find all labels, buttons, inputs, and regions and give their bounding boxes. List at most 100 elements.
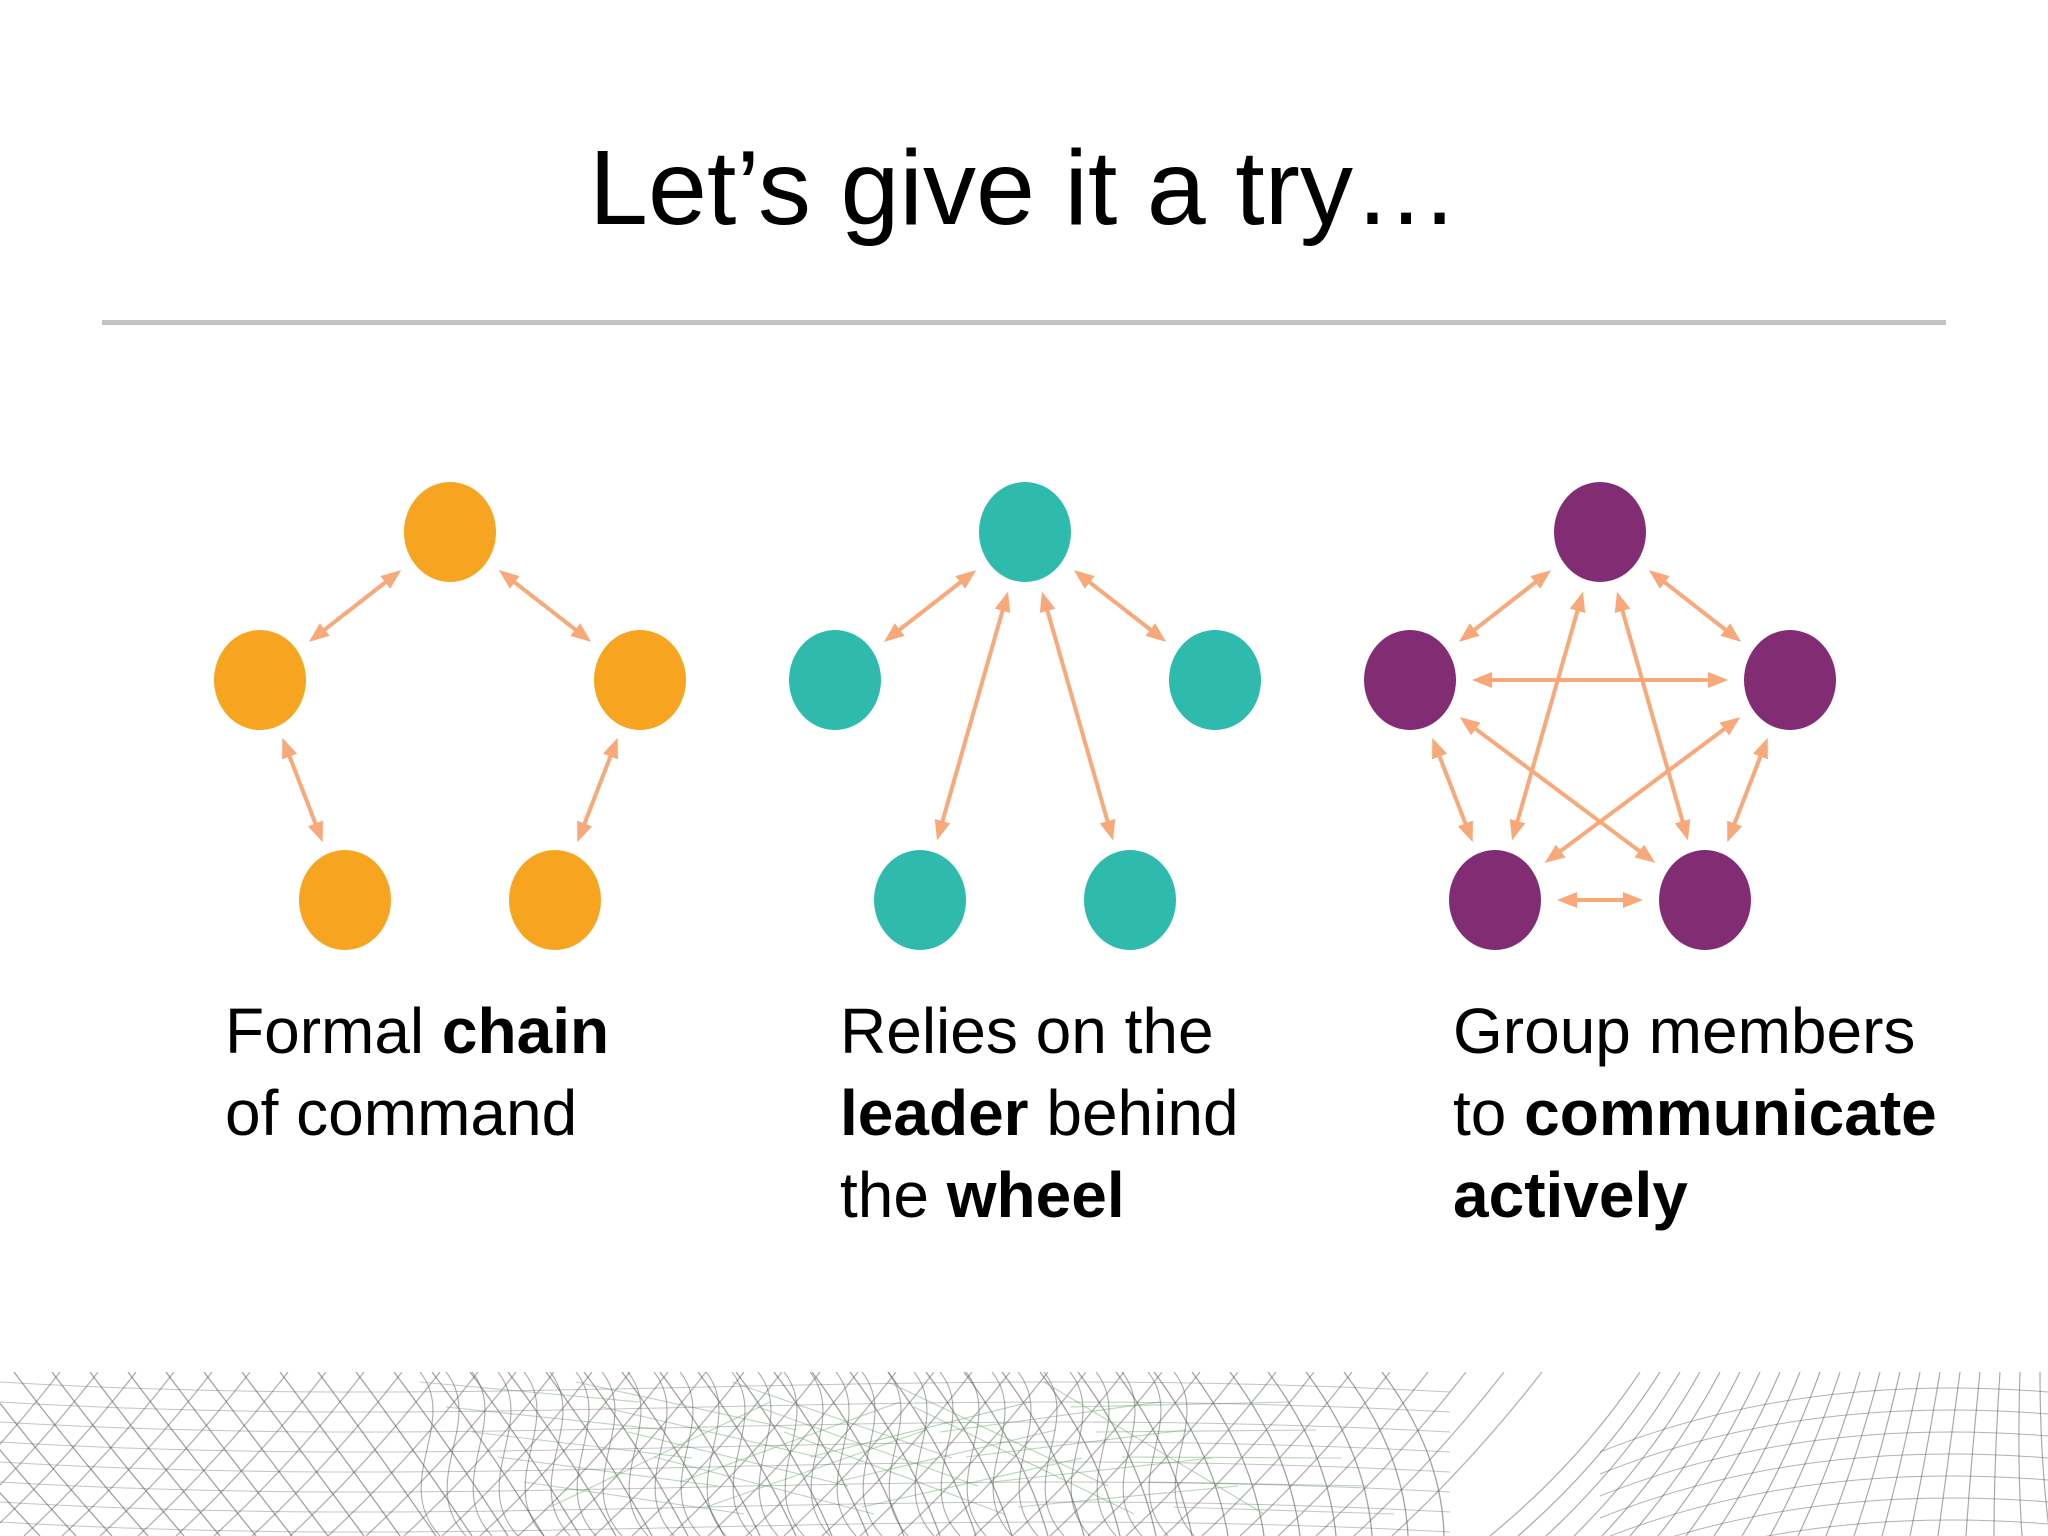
arrowhead bbox=[1099, 818, 1116, 841]
mesh-line bbox=[241, 1372, 365, 1536]
arrowhead bbox=[577, 820, 593, 843]
caption-emphasis: leader bbox=[840, 1077, 1029, 1149]
mesh-line bbox=[1545, 1372, 1681, 1536]
mesh-line bbox=[165, 1372, 293, 1536]
mesh-line bbox=[1391, 1372, 1543, 1536]
arrowhead bbox=[1569, 591, 1586, 614]
mesh-line bbox=[1277, 1372, 1429, 1536]
caption-line: Relies on the bbox=[840, 990, 1239, 1072]
member-node bbox=[1659, 850, 1751, 950]
mesh-line bbox=[2018, 1372, 2023, 1536]
mesh-line bbox=[783, 1372, 805, 1536]
mesh-line bbox=[1043, 1372, 1065, 1536]
mesh-line bbox=[1741, 1372, 1821, 1536]
wheel-network-diagram bbox=[789, 482, 1261, 950]
mesh-line bbox=[593, 1372, 745, 1536]
connection-edge bbox=[508, 577, 582, 635]
mesh-line bbox=[1993, 1372, 2001, 1536]
arrowhead bbox=[282, 737, 298, 760]
mesh-line bbox=[897, 1372, 1049, 1536]
mesh-line bbox=[705, 1429, 927, 1508]
caption-text: Group members bbox=[1453, 995, 1916, 1067]
mesh-line bbox=[523, 1481, 745, 1515]
connection-edge bbox=[893, 577, 967, 635]
mesh-line bbox=[1095, 1429, 1317, 1433]
caption-emphasis: wheel bbox=[946, 1159, 1125, 1231]
mesh-line bbox=[1657, 1372, 1761, 1536]
mesh-line bbox=[251, 1372, 403, 1536]
mesh-line bbox=[1147, 1372, 1169, 1536]
mesh-line bbox=[1315, 1372, 1467, 1536]
mesh-line bbox=[355, 1372, 473, 1536]
caption-text: to bbox=[1453, 1077, 1525, 1149]
mesh-line bbox=[0, 1402, 113, 1536]
mesh-line bbox=[279, 1372, 401, 1536]
caption-emphasis: communicate bbox=[1524, 1077, 1937, 1149]
mesh-line bbox=[445, 1372, 467, 1536]
caption-line: of command bbox=[225, 1072, 609, 1154]
arrowhead bbox=[1145, 623, 1167, 642]
mesh-line bbox=[1573, 1372, 1701, 1536]
mesh-line bbox=[1343, 1372, 1409, 1536]
mesh-line bbox=[653, 1372, 675, 1536]
mesh-line bbox=[861, 1457, 1083, 1508]
connection-edge bbox=[1658, 577, 1732, 635]
connection-edge bbox=[318, 577, 392, 635]
mesh-line bbox=[811, 1372, 905, 1536]
mesh-line bbox=[0, 1421, 1451, 1433]
mesh-line bbox=[627, 1372, 649, 1536]
connection-edge bbox=[285, 750, 320, 830]
caption-text: behind bbox=[1028, 1077, 1239, 1149]
caption-line: actively bbox=[1453, 1154, 1937, 1236]
mesh-line bbox=[731, 1381, 953, 1459]
mesh-line bbox=[887, 1381, 1109, 1487]
arrowhead bbox=[934, 818, 951, 841]
member-node bbox=[1449, 850, 1541, 950]
mesh-line bbox=[0, 1372, 61, 1446]
mesh-line bbox=[1825, 1372, 1881, 1536]
caption-line: leader behind bbox=[840, 1072, 1239, 1154]
mesh-line bbox=[1043, 1381, 1265, 1515]
arrowhead bbox=[1719, 717, 1741, 736]
mesh-line bbox=[317, 1372, 437, 1536]
mesh-line bbox=[517, 1372, 669, 1536]
mesh-line bbox=[575, 1372, 597, 1536]
mesh-line bbox=[1147, 1481, 1369, 1487]
caption-text: Relies on the bbox=[840, 995, 1214, 1067]
mesh-line bbox=[939, 1372, 961, 1536]
mesh-line bbox=[403, 1372, 555, 1536]
mesh-line bbox=[963, 1372, 1049, 1536]
mesh-line bbox=[0, 1381, 1451, 1393]
mesh-line bbox=[549, 1372, 571, 1536]
mesh-line bbox=[849, 1372, 941, 1536]
title-divider bbox=[102, 320, 1946, 325]
mesh-line bbox=[1381, 1372, 1445, 1536]
mesh-line bbox=[1599, 1453, 2048, 1519]
mesh-line bbox=[1125, 1372, 1277, 1536]
member-node bbox=[594, 630, 686, 730]
mesh-line bbox=[1599, 1431, 2048, 1497]
mesh-line bbox=[471, 1431, 693, 1459]
mesh-line bbox=[707, 1372, 859, 1536]
mesh-line bbox=[1608, 1475, 2048, 1536]
mesh-line bbox=[939, 1401, 1161, 1433]
mesh-line bbox=[1095, 1372, 1117, 1536]
mesh-line bbox=[1017, 1372, 1039, 1536]
mesh-line bbox=[1115, 1372, 1193, 1536]
mesh-line bbox=[23, 1372, 175, 1536]
mesh-line bbox=[1267, 1372, 1337, 1536]
mesh-line bbox=[835, 1372, 857, 1536]
mesh-line bbox=[497, 1372, 519, 1536]
mesh-line bbox=[469, 1372, 581, 1536]
mesh-line bbox=[809, 1401, 1031, 1458]
arrowhead bbox=[1623, 892, 1643, 908]
mesh-line bbox=[809, 1372, 831, 1536]
caption-emphasis: actively bbox=[1453, 1159, 1688, 1231]
mesh-line bbox=[935, 1372, 1087, 1536]
mesh-line bbox=[1229, 1372, 1301, 1536]
mesh-line bbox=[783, 1372, 935, 1536]
mesh-line bbox=[213, 1372, 365, 1536]
member-node bbox=[1364, 630, 1456, 730]
mesh-line bbox=[965, 1372, 987, 1536]
mesh-line bbox=[0, 1372, 99, 1487]
